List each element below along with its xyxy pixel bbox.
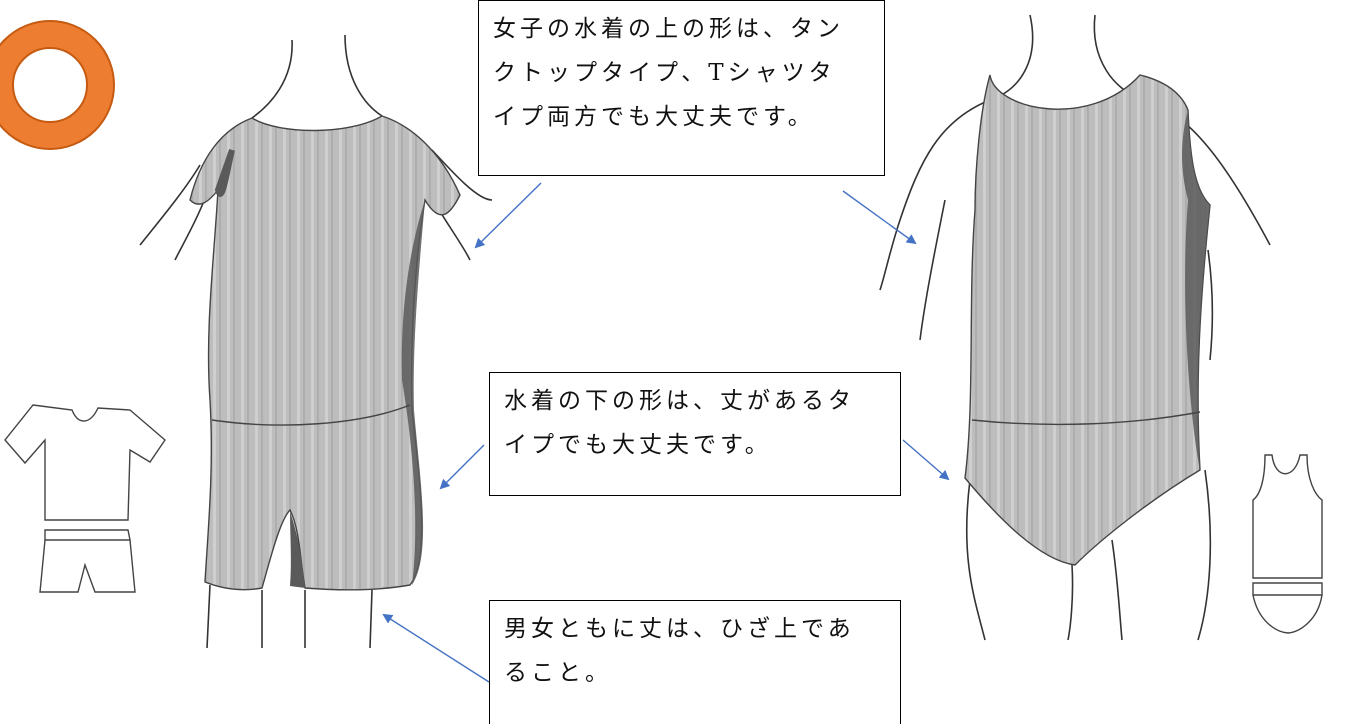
callout-bottom-shape-line-1: 水着の下の形は、丈があるタ: [504, 388, 855, 414]
callout-length-line-1: 男女ともに丈は、ひざ上であ: [504, 616, 855, 642]
arrow-to-knee-length: [382, 613, 490, 683]
tanktop-and-brief-sketch: [1252, 454, 1323, 634]
callout-arrows: [382, 182, 950, 683]
tanktop-suit-body: [964, 74, 1211, 566]
callout-bottom-shape-line-2: イプでも大丈夫です。: [504, 432, 772, 458]
callout-bottom-shape: 水着の下の形は、丈があるタイプでも大丈夫です。: [489, 372, 901, 496]
callout-shirt-shape-line-2: クトップタイプ、Tシャツタ: [493, 60, 836, 86]
tshirt-type-swimsuit-figure: [139, 34, 493, 649]
tshirt-suit-body: [189, 115, 461, 591]
arrow-to-long-bottom: [439, 444, 485, 490]
tshirt-and-shorts-sketch: [4, 404, 166, 593]
arrow-to-brief-bottom: [902, 439, 950, 481]
arrow-to-tanktop-shoulder: [842, 190, 917, 245]
callout-shirt-shape-line-3: イプ両方でも大丈夫です。: [493, 104, 815, 130]
callout-shirt-shape: 女子の水着の上の形は、タンクトップタイプ、Tシャツタイプ両方でも大丈夫です。: [478, 0, 885, 176]
arrow-to-tshirt-sleeve: [474, 182, 542, 249]
orange-circle-badge: [0, 20, 115, 150]
callout-length: 男女ともに丈は、ひざ上であること。: [489, 600, 901, 724]
callout-length-line-2: ること。: [504, 660, 612, 686]
callout-shirt-shape-line-1: 女子の水着の上の形は、タン: [493, 16, 844, 42]
